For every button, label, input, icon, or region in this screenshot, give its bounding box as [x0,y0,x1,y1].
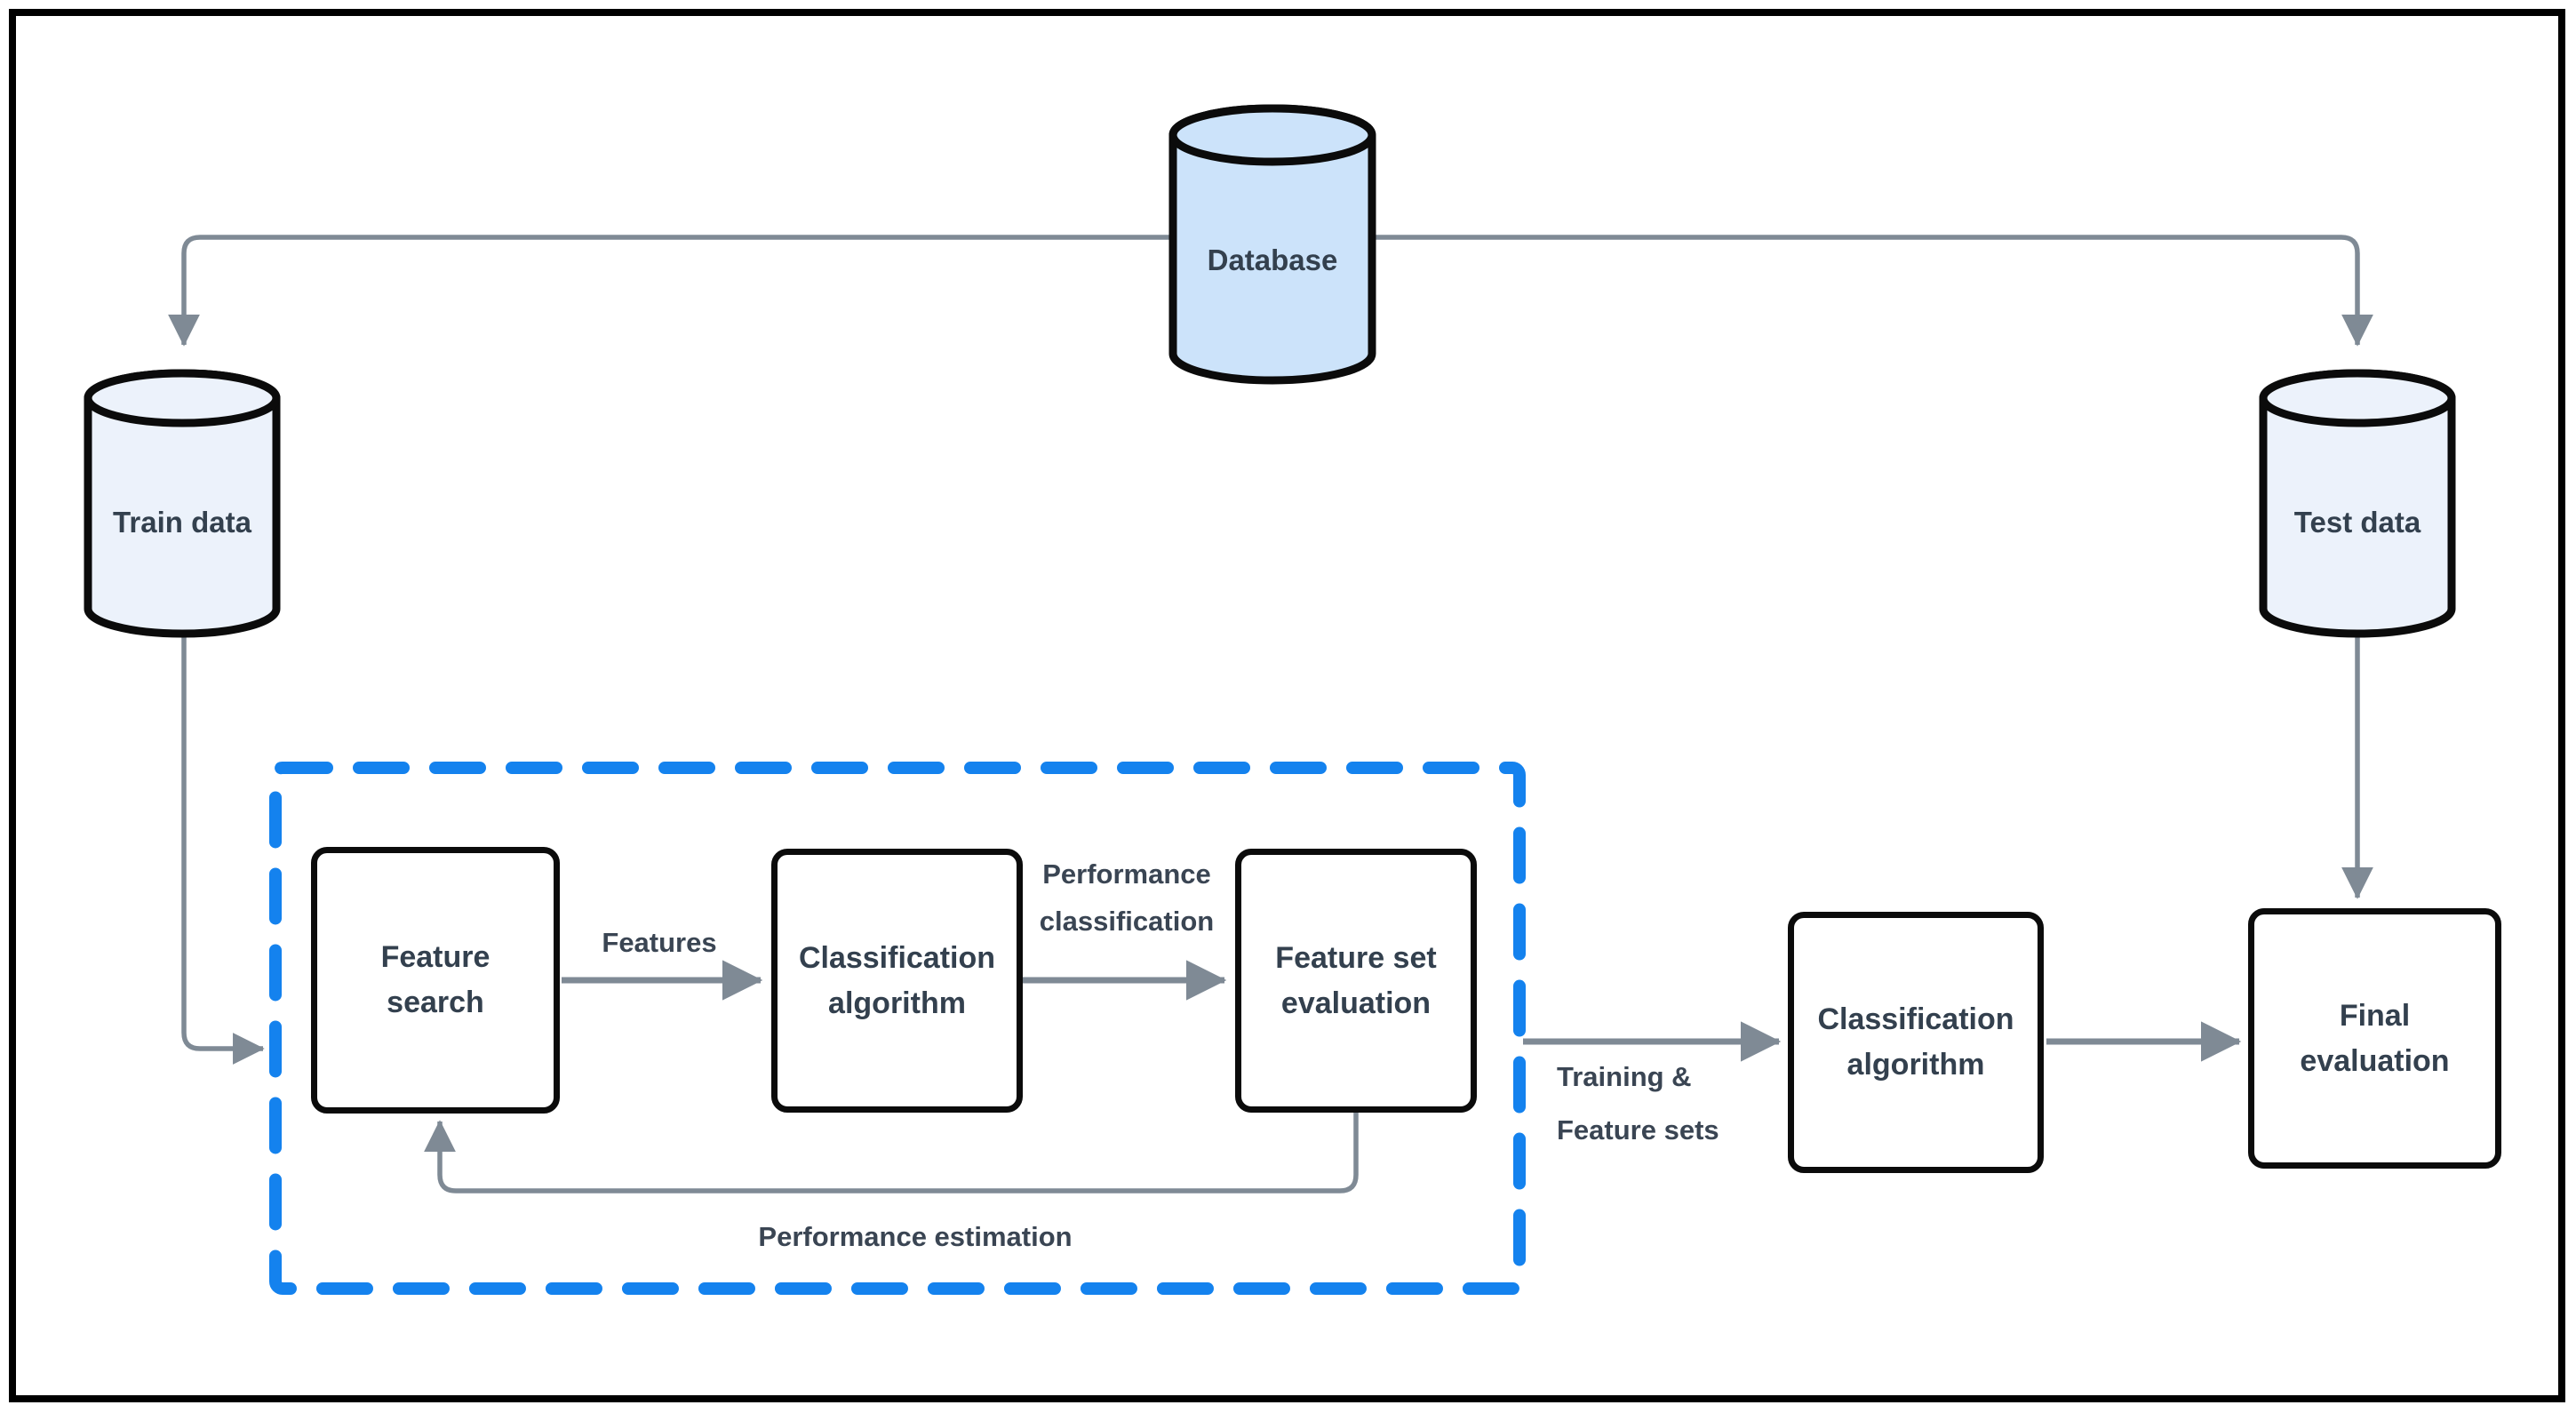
feature-search-line1: Feature [380,940,490,974]
database-cylinder [1168,104,1376,385]
test-data-cylinder [2259,369,2456,638]
training-feature-sets-edge-label: Training & Feature sets [1557,1050,1719,1158]
train-data-cylinder [84,369,281,638]
edge-database-to-test-data [2341,235,2373,347]
outer-frame [9,9,2565,1402]
feature-search-node: Feature search [311,847,560,1114]
performance-classification-line2: classification [1039,905,1215,937]
final-evaluation-line2: evaluation [2300,1043,2450,1078]
feature-set-evaluation-line1: Feature set [1275,940,1437,975]
classification-algorithm-1-line2: algorithm [828,986,966,1020]
classification-algorithm-1-line1: Classification [798,940,996,975]
train-data-label: Train data [113,506,251,539]
training-feature-sets-line2: Feature sets [1557,1114,1719,1146]
final-evaluation-line1: Final [2339,998,2411,1033]
test-data-label: Test data [2293,506,2421,539]
wrapper-dashed-boundary [269,762,1526,1295]
edge-database-to-train-data [168,235,201,347]
feature-set-evaluation-node: Feature set evaluation [1235,849,1477,1113]
performance-classification-line1: Performance [1042,858,1211,890]
features-edge-label: Features [602,927,717,958]
performance-classification-edge-label: Performance classification [1040,851,1214,945]
performance-estimation-edge-label: Performance estimation [758,1221,1073,1252]
classification-algorithm-2-line1: Classification [1817,1002,2014,1036]
classification-algorithm-2-node: Classification algorithm [1788,912,2044,1173]
edge-train-data-to-feature-search [181,634,265,1065]
database-label: Database [1207,243,1338,276]
feature-search-line2: search [387,986,484,1019]
edge-performance-estimation-loop [424,1113,1359,1193]
training-feature-sets-line1: Training & [1557,1061,1692,1092]
classification-algorithm-1-node: Classification algorithm [771,849,1023,1113]
classification-algorithm-2-line2: algorithm [1846,1048,1985,1082]
final-evaluation-node: Final evaluation [2248,908,2501,1169]
feature-set-evaluation-line2: evaluation [1280,986,1432,1020]
